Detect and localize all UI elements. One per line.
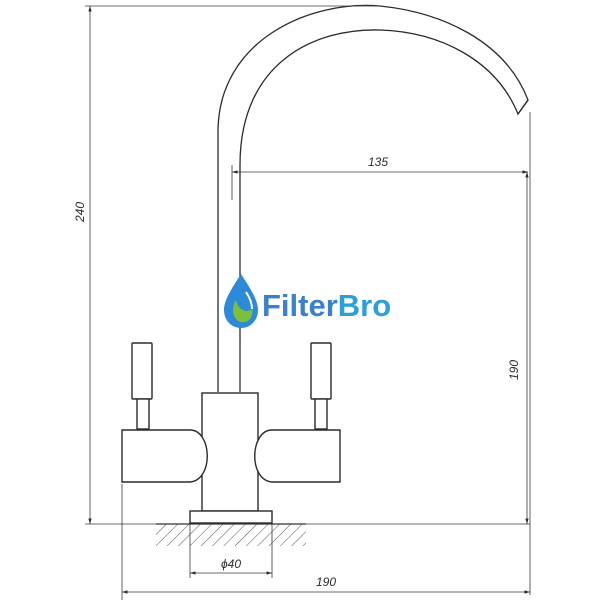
left-handle <box>121 342 208 483</box>
dimension-spout-height-label: 190 <box>507 360 521 380</box>
dimension-spout-reach: 135 <box>232 155 528 174</box>
right-handle <box>254 342 341 483</box>
dimension-spout-reach-label: 135 <box>368 155 388 169</box>
logo-text-filter: Filter <box>262 288 338 323</box>
filterbro-logo: FilterBro <box>224 274 391 328</box>
logo-text-bro: Bro <box>338 288 391 323</box>
faucet-body <box>189 392 273 524</box>
dimension-total-height: 240 <box>73 6 92 524</box>
dimension-total-width-label: 190 <box>316 575 336 589</box>
water-drop-icon <box>224 274 258 328</box>
extension-lines <box>85 5 531 600</box>
mounting-surface <box>156 523 306 546</box>
dimension-total-width: 190 <box>122 575 530 594</box>
dimension-total-height-label: 240 <box>73 202 87 223</box>
dimension-spout-height: 190 <box>507 172 529 524</box>
svg-text:FilterBro: FilterBro <box>262 288 391 323</box>
dimension-base-diameter: ϕ40 <box>190 557 272 575</box>
dimension-base-diameter-label: ϕ40 <box>221 557 241 571</box>
faucet-spout <box>217 4 529 392</box>
